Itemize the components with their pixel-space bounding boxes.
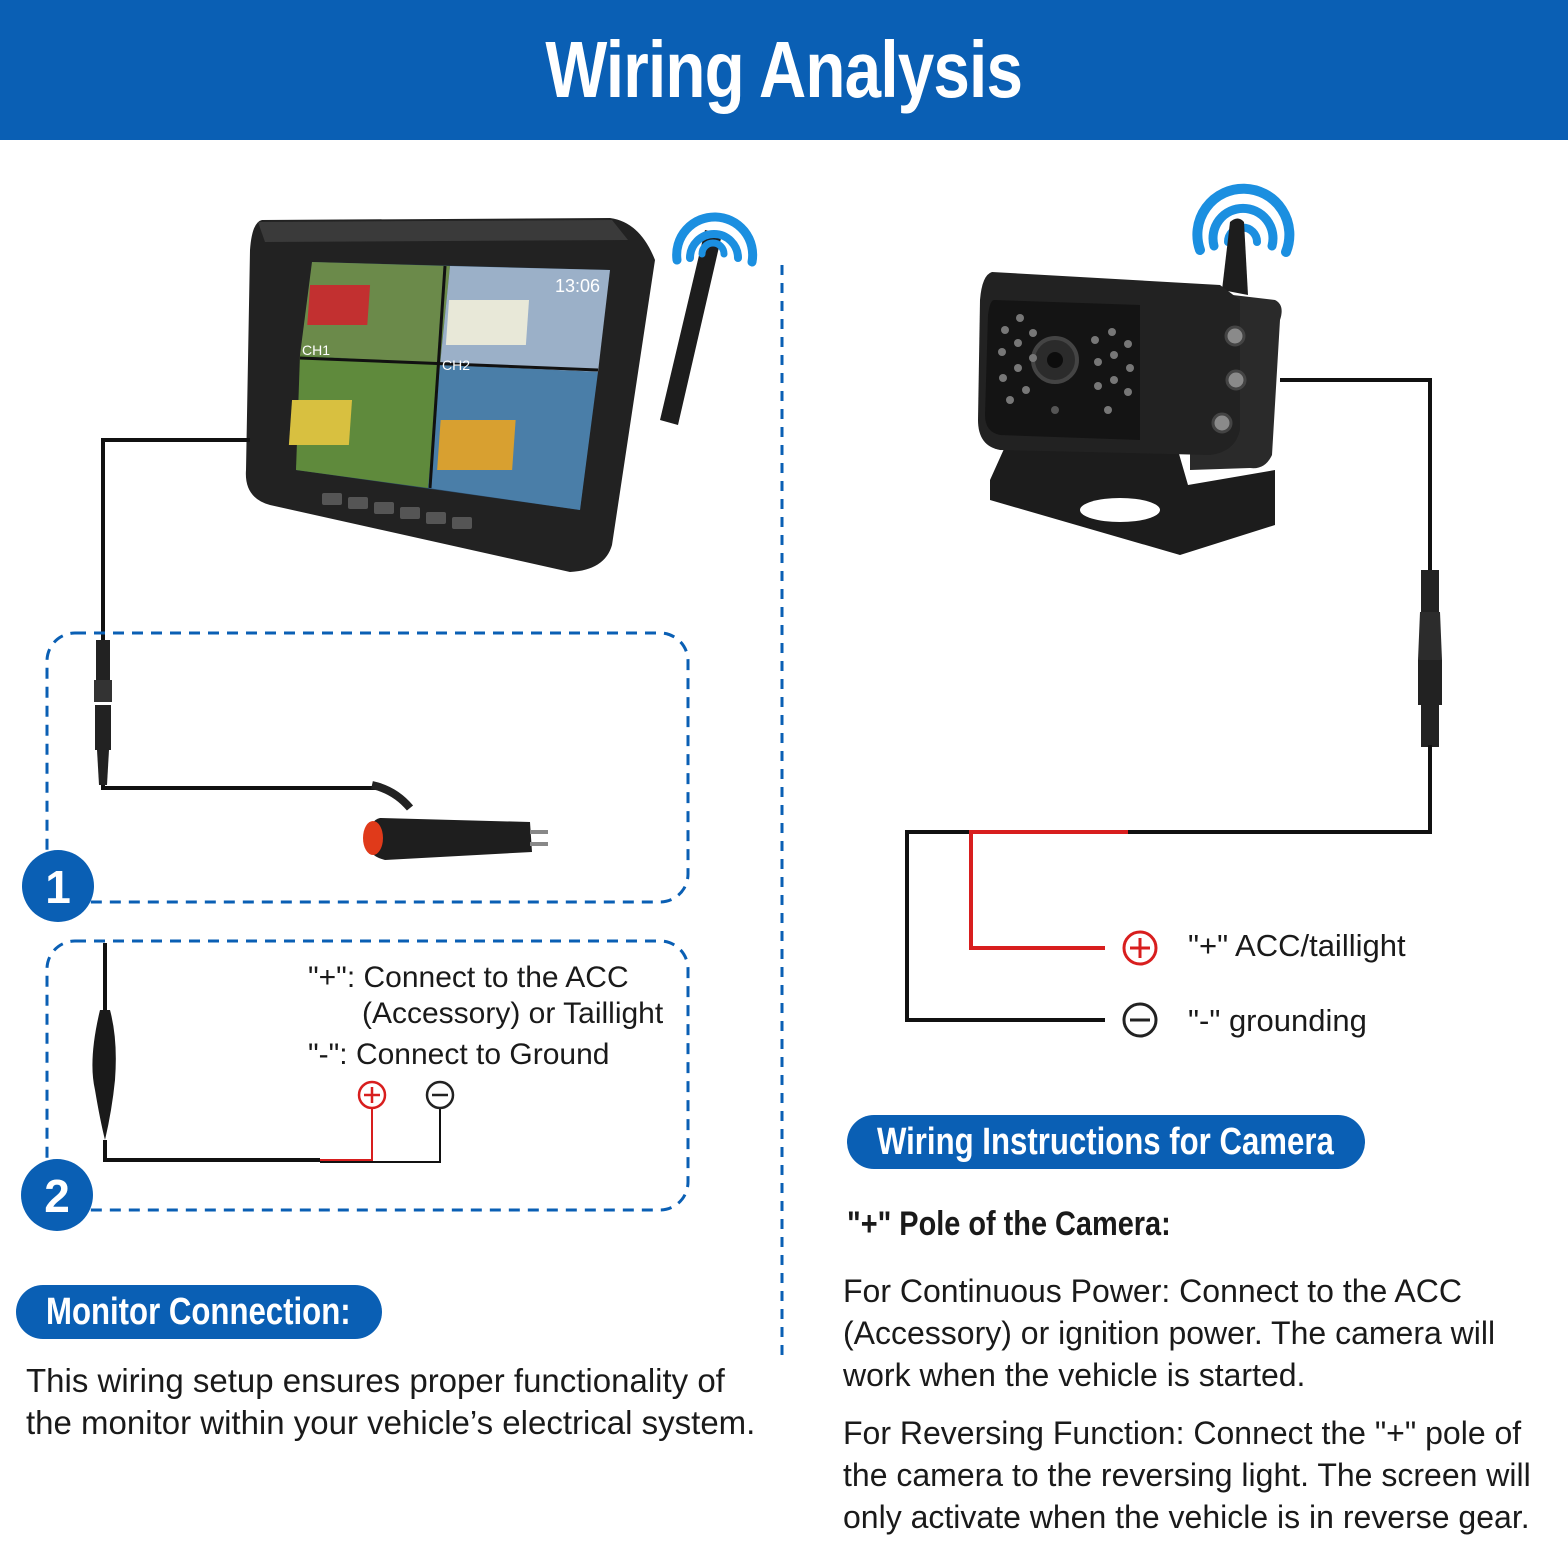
step2-box: [45, 939, 690, 1212]
monitor-description: This wiring setup ensures proper functio…: [26, 1362, 756, 1441]
negative-wire: [320, 1108, 441, 1163]
monitor-device: 13:06 CH1 CH2: [245, 218, 722, 572]
monitor-connection-heading: Monitor Connection:: [16, 1285, 382, 1339]
step-number-badge: [21, 1159, 93, 1231]
positive-wire: [320, 1108, 373, 1161]
camera-cable: [1280, 378, 1432, 575]
plus-note-line1: "+": Connect to the ACC: [308, 961, 629, 994]
camera-device: [978, 218, 1282, 555]
minus-circle-icon: [1122, 1002, 1158, 1038]
minus-note: "-": Connect to Ground: [308, 1038, 610, 1071]
ir-leds: [998, 314, 1134, 414]
minus-circle-icon: [425, 1080, 455, 1110]
inline-connector: [94, 640, 112, 785]
step1-number: 1: [45, 861, 71, 913]
inline-connector: [1418, 570, 1442, 747]
step-number-badge: [22, 850, 94, 922]
step2-number: 2: [44, 1170, 70, 1222]
plus-note-line2: (Accessory) or Taillight: [362, 997, 664, 1030]
monitor-power-cable: [101, 438, 250, 640]
header-banner: Wiring Analysis: [0, 0, 1568, 140]
camera-plus-label: "+" ACC/taillight: [1188, 928, 1406, 963]
continuous-power-text: For Continuous Power: Connect to the ACC…: [843, 1273, 1496, 1393]
camera-positive-wire: [969, 830, 1128, 950]
reversing-function-text: For Reversing Function: Connect the "+" …: [843, 1415, 1531, 1535]
camera-minus-label: "-" grounding: [1188, 1003, 1367, 1038]
screen-channel-1: CH1: [302, 342, 330, 358]
plus-circle-icon: [357, 1080, 387, 1110]
wireless-signal-icon: [672, 212, 758, 267]
mount-bolts: [1211, 325, 1247, 434]
camera-ground-wire: [905, 745, 1432, 1022]
cigarette-lighter-plug: [363, 781, 548, 860]
monitor-buttons: [322, 493, 472, 529]
fuse-holder: [92, 1010, 116, 1140]
screen-time: 13:06: [555, 276, 600, 296]
step1-box: [45, 631, 690, 904]
page-title: Wiring Analysis: [545, 25, 1024, 114]
camera-instructions-heading-text: Wiring Instructions for Camera: [877, 1120, 1334, 1163]
plus-circle-icon: [1122, 930, 1158, 966]
camera-instructions-heading: Wiring Instructions for Camera: [847, 1115, 1365, 1169]
lighter-cable: [101, 785, 380, 790]
screen-channel-2: CH2: [442, 357, 470, 373]
pole-title: "+" Pole of the Camera:: [847, 1205, 1171, 1243]
monitor-connection-heading-text: Monitor Connection:: [46, 1290, 351, 1333]
